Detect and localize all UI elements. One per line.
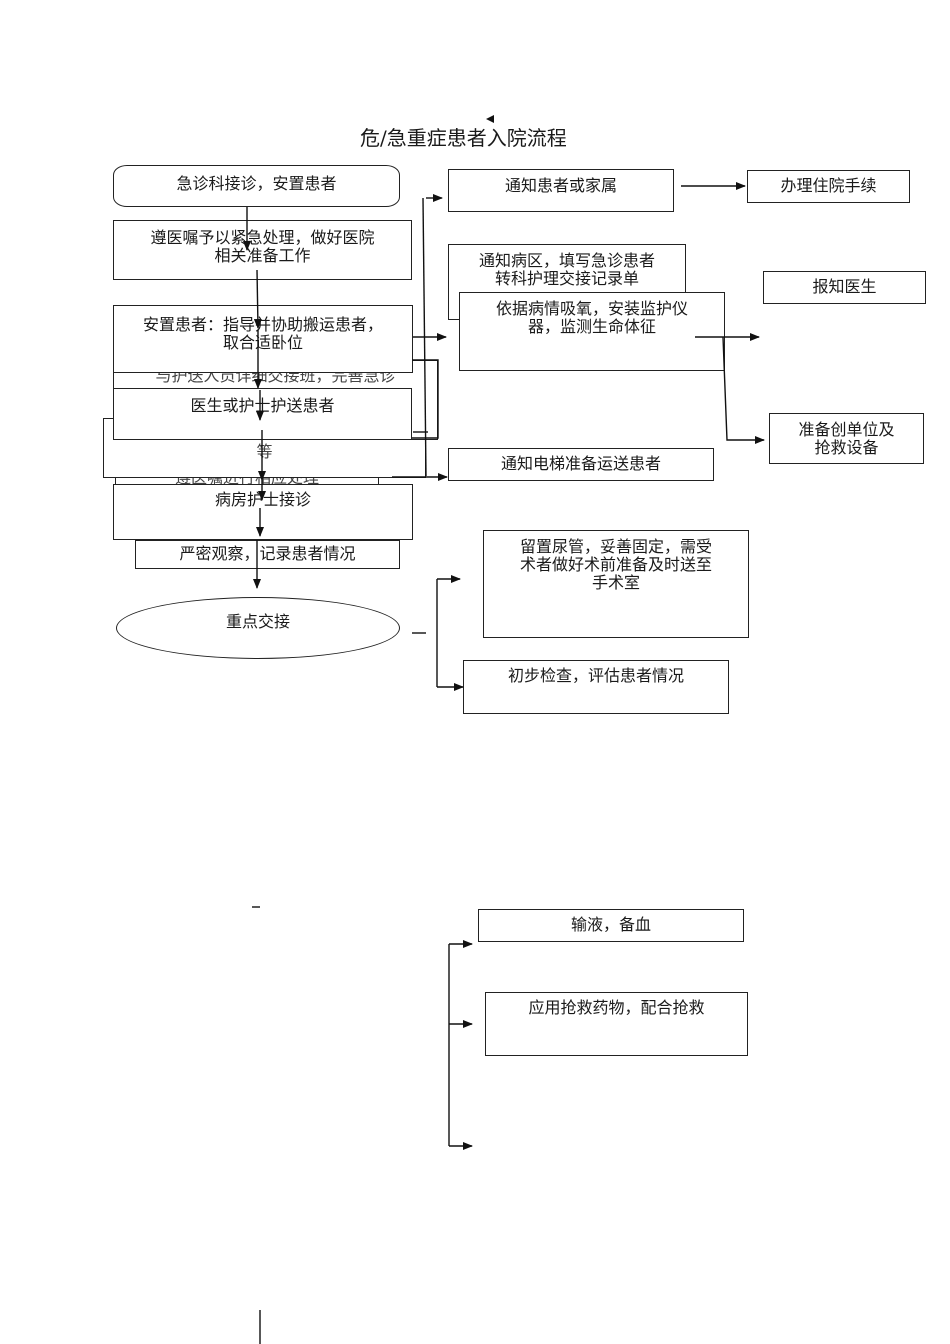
ward-nurse-text: 病房护士接诊 [214,490,311,509]
exam-box: 初步检查，评估患者情况 [463,660,729,714]
admission-box: 办理住院手续 [747,170,910,203]
settle-patient-line2: 取合适卧位 [222,333,303,352]
prepare-equipment-line1: 准备创单位及 [798,420,895,439]
notify-ward-line1: 通知病区，填写急诊患者 [478,251,655,270]
notify-family-text: 通知患者或家属 [504,176,617,195]
observe-text: 严密观察，记录患者情况 [179,544,356,563]
catheter-box: 留置尿管，妥善固定，需受 术者做好术前准备及时送至 手术室 [483,530,749,638]
infusion-text: 输液，备血 [570,915,651,934]
oxygen-monitor-line1: 依据病情吸氧，安装监护仪 [495,299,688,318]
notify-family-box: 通知患者或家属 [448,169,674,212]
prepare-equipment-line2: 抢救设备 [814,438,879,457]
drugs-text: 应用抢救药物，配合抢救 [528,998,705,1017]
hidden-etc-text: 等 [256,442,273,461]
prepare-equipment-box: 准备创单位及 抢救设备 [769,413,924,464]
catheter-line1: 留置尿管，妥善固定，需受 [519,537,712,556]
ward-nurse-box: 病房护士接诊 [113,484,413,540]
arrow-oxygen-to-equipment [722,336,765,444]
start-node-text: 急诊科接诊，安置患者 [176,174,337,193]
catheter-line3: 手术室 [591,573,640,592]
notify-doctor-box: 报知医生 [763,271,926,304]
escort-box: 医生或护士护送患者 [113,388,412,440]
key-handover-node: 重点交接 [116,597,400,659]
exam-text: 初步检查，评估患者情况 [507,666,684,685]
elevator-text: 通知电梯准备运送患者 [500,454,661,473]
catheter-line2: 术者做好术前准备及时送至 [519,555,712,574]
emergency-treatment-line2: 相关准备工作 [214,246,311,265]
notify-ward-line2: 转科护理交接记录单 [494,269,639,288]
emergency-treatment-box: 遵医嘱予以紧急处理，做好医院 相关准备工作 [113,220,412,280]
settle-patient-box: 安置患者：指导并协助搬运患者， 取合适卧位 [113,305,413,373]
drugs-box: 应用抢救药物，配合抢救 [485,992,748,1056]
page-title: 危/急重症患者入院流程 [360,126,567,150]
emergency-treatment-line1: 遵医嘱予以紧急处理，做好医院 [150,228,375,247]
observe-box: 严密观察，记录患者情况 [135,540,400,569]
elevator-box: 通知电梯准备运送患者 [448,448,714,481]
escort-text: 医生或护士护送患者 [190,396,335,415]
key-handover-text: 重点交接 [225,612,290,631]
oxygen-monitor-box: 依据病情吸氧，安装监护仪 器，监测生命体征 [459,292,725,371]
oxygen-monitor-line2: 器，监测生命体征 [527,317,656,336]
start-node: 急诊科接诊，安置患者 [113,165,400,207]
admission-text: 办理住院手续 [780,176,877,195]
settle-patient-line1: 安置患者：指导并协助搬运患者， [142,315,383,334]
infusion-box: 输液，备血 [478,909,744,942]
notify-doctor-text: 报知医生 [812,277,877,296]
